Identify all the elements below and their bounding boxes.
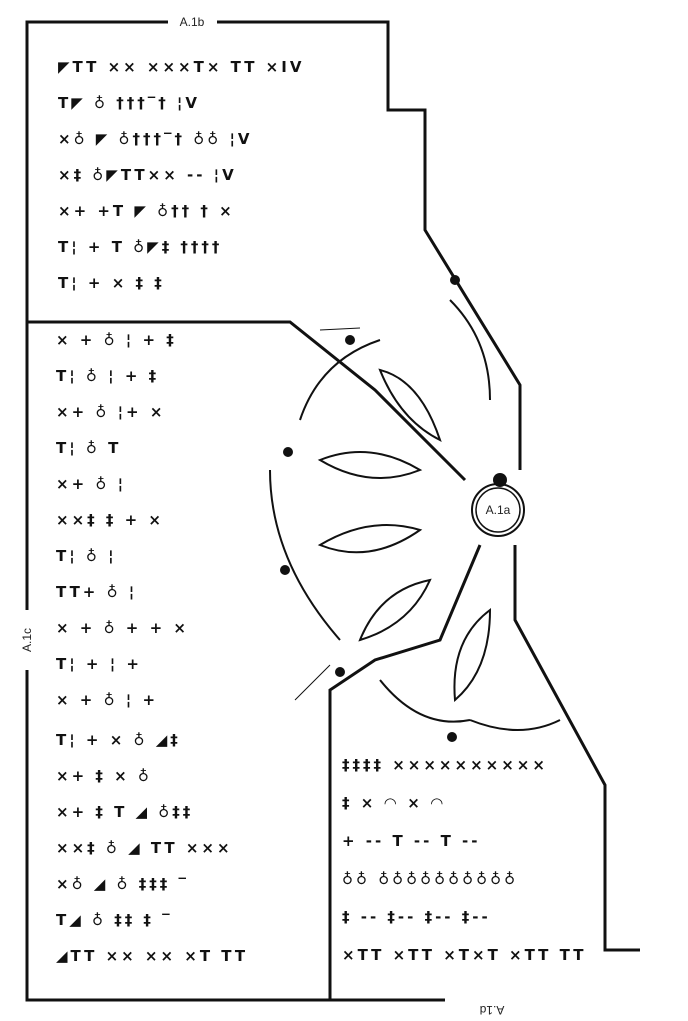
- symbols-a1b: ◤TT ×× ×××T× TT ×IV T◤ ♁ †††‾† ¦V ×♁ ◤ ♁††…: [58, 58, 304, 292]
- symbol-row: × + ♁ ¦ +: [56, 691, 158, 709]
- symbol-row: ‡‡‡‡ ××××××××××: [342, 756, 548, 774]
- symbol-row: ×TT ×TT ×T×T ×TT TT: [342, 946, 586, 964]
- symbol-row: ◤TT ×× ×××T× TT ×IV: [58, 58, 304, 76]
- symbol-row: ‡ -- ‡-- ‡-- ‡--: [342, 908, 491, 926]
- symbols-a1c-lower: T¦ + × ♁ ◢‡ ×+ ‡ × ♁ ×+ ‡ T ◢ ♁‡‡ ××‡ ♁ ◢ T…: [56, 731, 248, 965]
- divider-a1b-a1c: [27, 320, 467, 482]
- chart-outlines: [25, 20, 640, 1002]
- fan-stitches: [269, 275, 561, 742]
- symbol-row: T¦ ♁ T: [56, 439, 121, 457]
- symbol-row: ◢TT ×× ×× ×T TT: [56, 947, 248, 965]
- symbol-row: T¦ + T ♁◤‡ ††††: [58, 238, 222, 256]
- center-ring: A.1a: [471, 473, 525, 537]
- symbol-row: ×‡ ♁◤TT×× -- ¦V: [58, 166, 237, 184]
- symbol-row: T◤ ♁ †††‾† ¦V: [58, 94, 200, 112]
- symbols-a1c: × + ♁ ¦ + ‡ T¦ ♁ ¦ + ‡ ×+ ♁ ¦+ × T¦ ♁ T ×+ …: [56, 331, 189, 709]
- symbol-row: ‡ × ◠ × ◠: [342, 794, 446, 812]
- symbol-row: ×+ ‡ T ◢ ♁‡‡: [56, 803, 193, 821]
- symbol-row: ×+ ♁ ¦: [56, 475, 126, 493]
- symbol-row: × + ♁ ¦ + ‡: [56, 331, 177, 349]
- symbol-row: ♁♁ ♁♁♁♁♁♁♁♁♁♁: [342, 870, 518, 888]
- symbol-row: T¦ ♁ ¦: [56, 547, 117, 565]
- symbol-row: ×+ ♁ ¦+ ×: [56, 403, 165, 421]
- label-a1a: A.1a: [486, 503, 511, 517]
- divider-a1c-a1d: [328, 544, 482, 1000]
- symbol-row: ×+ +T ◤ ♁†† † ×: [58, 202, 235, 220]
- symbol-row: T¦ + × ♁ ◢‡: [56, 731, 181, 749]
- symbol-row: T¦ + × ‡ ‡: [58, 274, 165, 292]
- symbol-row: T¦ ♁ ¦ + ‡: [56, 367, 159, 385]
- label-a1c: A.1c: [20, 628, 34, 652]
- label-a1d: A.1d: [480, 1003, 505, 1017]
- symbol-row: ×♁ ◢ ♁ ‡‡‡ ‾: [56, 875, 189, 893]
- symbol-row: T¦ + ¦ +: [56, 655, 142, 673]
- label-a1b: A.1b: [180, 15, 205, 29]
- outline-top: [25, 20, 522, 1002]
- symbol-row: T◢ ♁ ‡‡ ‡ ‾: [56, 911, 173, 929]
- outline-right-lower: [513, 545, 640, 952]
- symbols-a1d: ‡‡‡‡ ×××××××××× ‡ × ◠ × ◠ + -- T -- T -- ♁♁…: [342, 756, 586, 964]
- symbol-row: ××‡ ‡ + ×: [56, 511, 164, 529]
- symbol-row: × + ♁ + + ×: [56, 619, 189, 637]
- symbol-row: ×+ ‡ × ♁: [56, 767, 152, 785]
- symbol-row: TT+ ♁ ¦: [56, 583, 137, 601]
- symbol-row: ×♁ ◤ ♁†††‾† ♁♁ ¦V: [58, 130, 253, 148]
- symbol-row: + -- T -- T --: [342, 832, 481, 850]
- symbol-row: ××‡ ♁ ◢ TT ×××: [56, 839, 233, 857]
